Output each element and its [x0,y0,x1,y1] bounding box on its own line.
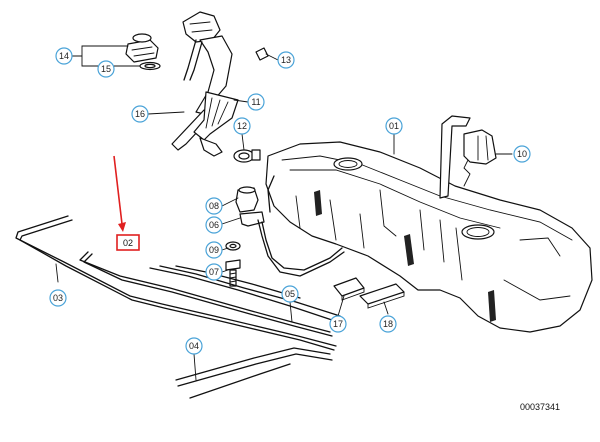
callout-label: 14 [59,51,69,61]
fuel-tank [265,141,593,333]
callout-13: 13 [277,51,295,69]
callout-circle [205,216,223,234]
callout-circle [513,145,531,163]
callout-14: 14 [55,47,73,65]
callout-label: 11 [251,97,260,107]
callout-label: 05 [285,289,295,299]
callout-label: 08 [209,201,219,211]
callout-label: 10 [517,149,527,159]
tension-strap [439,115,497,199]
callout-07: 07 [205,263,223,281]
callout-circle [205,263,223,281]
highlight-marker: 02 [113,155,140,251]
callout-label: 07 [209,267,219,277]
callout-16: 16 [131,105,149,123]
callout-15: 15 [97,60,115,78]
callout-10: 10 [513,145,531,163]
callout-circle [131,105,149,123]
callout-label: 13 [281,55,291,65]
callout-label: 01 [389,121,399,131]
highlight-arrow [113,155,123,225]
callout-label: 15 [101,64,111,74]
callout-circle [329,315,347,333]
callout-circle [281,285,299,303]
callout-label: 16 [135,109,145,119]
callout-circle [277,51,295,69]
callout-circle [379,315,397,333]
highlight-arrowhead [118,222,126,232]
callout-label: 18 [383,319,393,329]
callout-12: 12 [233,117,251,135]
callout-circle [205,241,223,259]
highlight-box [116,234,140,251]
callout-label: 03 [53,293,63,303]
callout-label: 12 [237,121,247,131]
seal-ring [139,61,161,71]
callout-17: 17 [329,315,347,333]
callout-circle [185,337,203,355]
hose-clip-13 [255,47,269,61]
filler-neck-assembly [171,11,239,157]
callout-circle [247,93,265,111]
callout-circle [205,197,223,215]
callout-label: 17 [333,319,343,329]
callout-08: 08 [205,197,223,215]
callout-label: 09 [209,245,219,255]
callout-circle [97,60,115,78]
callout-09: 09 [205,241,223,259]
callout-label: 04 [189,341,199,351]
callout-circle [49,289,67,307]
reference-number: 00037341 [520,402,560,412]
pads [333,277,405,309]
leader-lines [55,45,513,381]
callout-11: 11 [247,93,265,111]
callout-03: 03 [49,289,67,307]
fuel-lines [15,215,341,399]
callout-06: 06 [205,216,223,234]
callout-circle [385,117,403,135]
support-bracket [225,186,345,287]
highlight-label: 02 [123,238,133,248]
callout-circle [55,47,73,65]
callout-05: 05 [281,285,299,303]
callout-label: 06 [209,220,219,230]
callout-04: 04 [185,337,203,355]
callout-18: 18 [379,315,397,333]
callouts: 14 15 13 16 11 12 01 10 08 06 09 07 05 03 04 17 18 [49,47,531,355]
hose-clamp-12 [233,149,261,163]
callout-circle [233,117,251,135]
callout-01: 01 [385,117,403,135]
fuel-cap [125,33,159,63]
